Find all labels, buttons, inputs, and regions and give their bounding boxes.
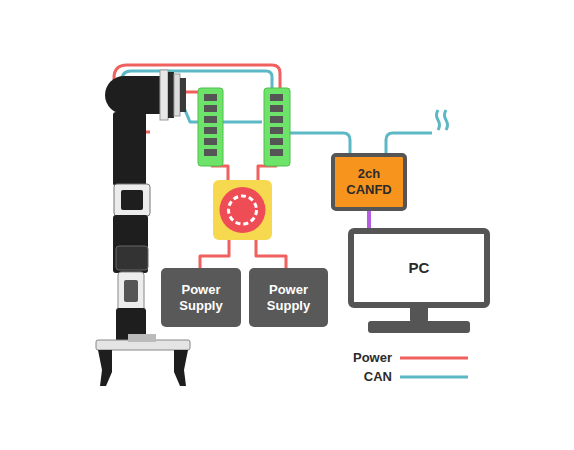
power-supply-box: Power Supply: [161, 268, 241, 327]
legend-label: Power: [330, 350, 398, 365]
monitor-stand: [368, 306, 470, 333]
box-label: Power Supply: [161, 282, 241, 313]
legend-swatch: [400, 375, 468, 378]
emergency-stop: [213, 180, 272, 240]
box-label: Power Supply: [249, 282, 328, 313]
box-label: 2ch CANFD: [335, 166, 403, 197]
legend-swatch: [400, 356, 468, 359]
legend-label: CAN: [330, 369, 398, 384]
legend-row: CAN: [330, 367, 470, 386]
power-supply-box: Power Supply: [249, 268, 328, 327]
terminal-block: [264, 88, 290, 166]
box-label: PC: [409, 259, 430, 277]
usb-link: [367, 211, 371, 228]
legend: PowerCAN: [330, 348, 470, 386]
robot-arm: [96, 70, 190, 386]
pc-monitor: PC: [348, 228, 490, 308]
legend-row: Power: [330, 348, 470, 367]
terminal-block: [198, 88, 223, 166]
legend-swatch-frame: [398, 372, 470, 382]
legend-swatch-frame: [398, 353, 470, 363]
can-interface-box: 2ch CANFD: [331, 153, 407, 211]
